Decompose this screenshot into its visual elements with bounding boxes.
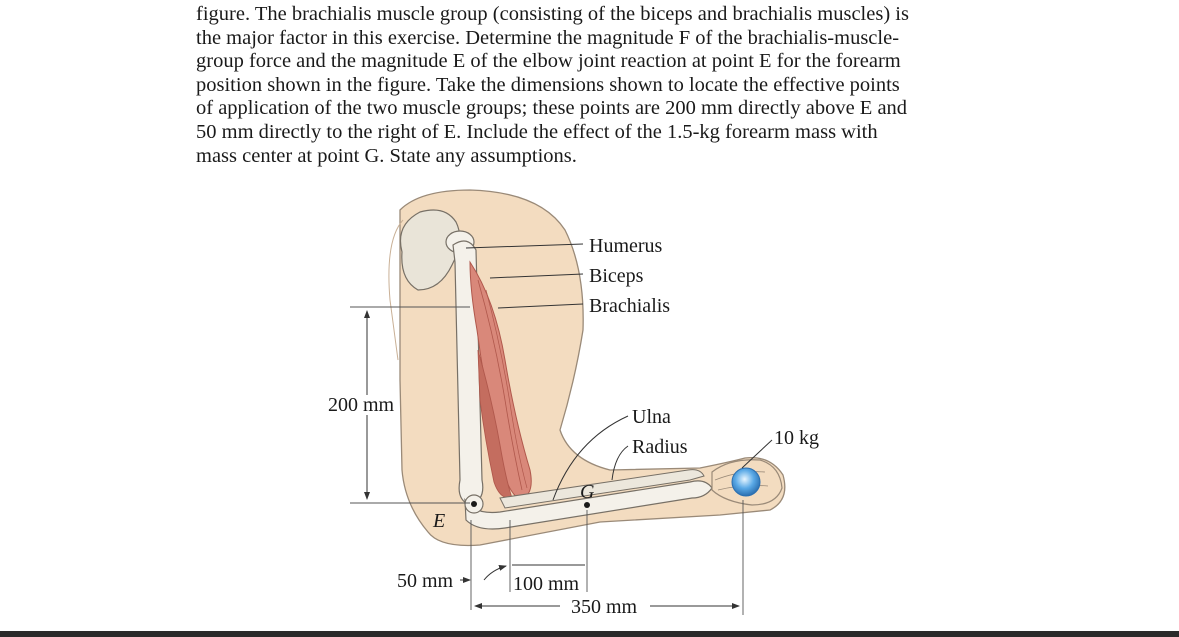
problem-line: 50 mm directly to the right of E. Includ… [196, 120, 878, 143]
label-ulna: Ulna [632, 406, 671, 428]
label-350mm: 350 mm [571, 596, 638, 618]
problem-line: group force and the magnitude E of the e… [196, 50, 901, 73]
point-e-marker [471, 501, 477, 507]
problem-statement: figure. The brachialis muscle group (con… [196, 3, 956, 168]
label-leaders [465, 243, 773, 501]
dimension-200mm: 200 mm [328, 306, 470, 504]
problem-line: mass center at point G. State any assump… [196, 144, 577, 167]
label-humerus: Humerus [589, 235, 663, 257]
point-g-marker [584, 502, 590, 508]
problem-line: figure. The brachialis muscle group (con… [196, 3, 909, 25]
label-radius: Radius [632, 436, 688, 458]
weight-ball [731, 467, 761, 497]
label-100mm: 100 mm [513, 573, 580, 595]
problem-line: of application of the two muscle groups;… [196, 97, 908, 120]
label-point-e: E [432, 510, 445, 532]
label-50mm: 50 mm [397, 570, 454, 592]
problem-line: position shown in the figure. Take the d… [196, 73, 900, 96]
bottom-divider [0, 631, 1179, 637]
label-mass: 10 kg [774, 427, 819, 449]
label-point-g: G [580, 481, 595, 503]
dimension-horizontal: 50 mm 100 mm 350 mm [397, 500, 744, 618]
label-brachialis: Brachialis [589, 295, 670, 317]
label-200mm: 200 mm [328, 394, 395, 416]
label-biceps: Biceps [589, 265, 644, 287]
problem-line: the major factor in this exercise. Deter… [196, 26, 900, 49]
